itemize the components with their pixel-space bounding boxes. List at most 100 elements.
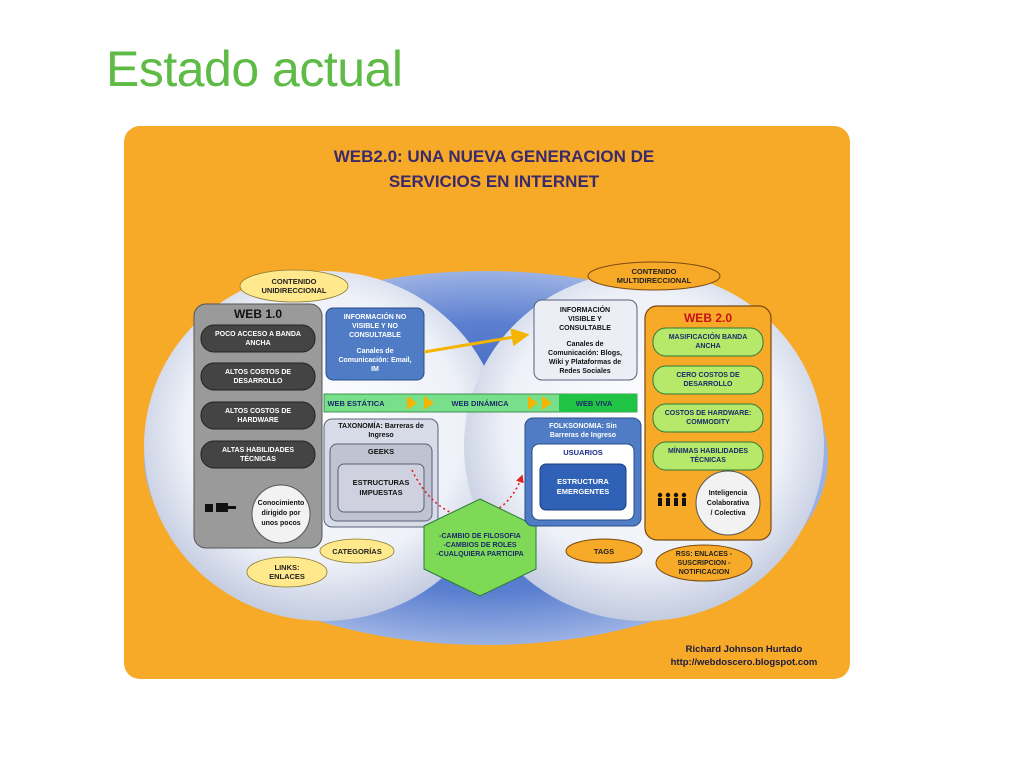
usuarios-label: USUARIOS: [563, 448, 603, 457]
geeks-label: GEEKS: [368, 447, 394, 456]
svg-text:RSS: ENLACES -: RSS: ENLACES -: [676, 551, 733, 558]
strip-arrow-3: [528, 396, 538, 410]
strip-arrow-2: [424, 396, 434, 410]
svg-text:ESTRUCTURA: ESTRUCTURA: [557, 477, 609, 486]
web-viva-label: WEB VIVA: [576, 399, 613, 408]
svg-text:ALTOS COSTOS DE: ALTOS COSTOS DE: [225, 408, 291, 415]
inteligencia-circle: Inteligencia Colaborativa / Colectiva: [695, 470, 761, 536]
svg-text:CONTENIDO: CONTENIDO: [632, 267, 677, 276]
svg-text:ANCHA: ANCHA: [695, 343, 720, 350]
svg-text:Comunicación: Blogs,: Comunicación: Blogs,: [548, 350, 622, 357]
folksonomia-box: FOLKSONOMIA: Sin Barreras de Ingreso USU…: [524, 417, 642, 527]
svg-text:CONSULTABLE: CONSULTABLE: [349, 332, 401, 339]
svg-text:/ Colectiva: / Colectiva: [710, 510, 745, 517]
web-dinamica-label: WEB DINÁMICA: [451, 399, 509, 408]
web-estatica-label: WEB ESTÁTICA: [327, 399, 385, 408]
pill-poco-acceso: POCO ACCESO A BANDA ANCHA: [200, 324, 316, 353]
info-arrow: [423, 328, 530, 354]
svg-text:ALTAS HABILIDADES: ALTAS HABILIDADES: [222, 447, 294, 454]
svg-text:Barreras de Ingreso: Barreras de Ingreso: [550, 432, 616, 439]
pill-masificacion: MASIFICACIÓN BANDA ANCHA: [652, 327, 764, 357]
pointing-hand-icon: [205, 503, 236, 512]
svg-text:MULTIDIRECCIONAL: MULTIDIRECCIONAL: [617, 276, 692, 285]
svg-text:CATEGORÍAS: CATEGORÍAS: [332, 547, 381, 556]
links-ellipse: LINKS: ENLACES: [246, 556, 328, 588]
svg-text:dirigido por: dirigido por: [262, 510, 301, 517]
svg-text:TAGS: TAGS: [594, 547, 614, 556]
svg-text:CERO COSTOS DE: CERO COSTOS DE: [676, 372, 740, 379]
pill-minimas-habilidades: MÍNIMAS HABILIDADES TÉCNICAS: [652, 441, 764, 471]
svg-text:Ingreso: Ingreso: [368, 432, 393, 439]
svg-text:CONTENIDO: CONTENIDO: [272, 277, 317, 286]
svg-text:unos pocos: unos pocos: [261, 520, 300, 527]
web-evolution-strip: WEB ESTÁTICA WEB DINÁMICA WEB VIVA: [323, 393, 638, 413]
svg-text:LINKS:: LINKS:: [275, 563, 300, 572]
conocimiento-circle: Conocimiento dirigido por unos pocos: [251, 484, 311, 544]
svg-text:-CAMBIOS DE ROLES: -CAMBIOS DE ROLES: [443, 542, 516, 549]
svg-text:INFORMACIÓN NO: INFORMACIÓN NO: [344, 312, 407, 321]
svg-text:DESARROLLO: DESARROLLO: [684, 381, 734, 388]
svg-text:Canales de: Canales de: [567, 341, 604, 348]
svg-text:FOLKSONOMIA: Sin: FOLKSONOMIA: Sin: [549, 423, 617, 430]
svg-text:SUSCRIPCION -: SUSCRIPCION -: [678, 560, 732, 567]
svg-text:COMMODITY: COMMODITY: [686, 419, 730, 426]
svg-text:INFORMACIÓN: INFORMACIÓN: [560, 305, 610, 314]
credit-url: http://webdoscero.blogspot.com: [671, 657, 818, 668]
svg-text:VISIBLE Y NO: VISIBLE Y NO: [352, 323, 399, 330]
strip-arrow-4: [542, 396, 552, 410]
svg-text:Redes Sociales: Redes Sociales: [559, 368, 610, 375]
svg-text:HARDWARE: HARDWARE: [237, 417, 279, 424]
svg-text:ALTOS COSTOS DE: ALTOS COSTOS DE: [225, 369, 291, 376]
svg-text:Conocimiento: Conocimiento: [258, 500, 305, 507]
svg-text:NOTIFICACION: NOTIFICACION: [679, 569, 730, 576]
info-no-visible-box: INFORMACIÓN NO VISIBLE Y NO CONSULTABLE …: [325, 307, 425, 381]
tags-ellipse: TAGS: [565, 538, 643, 564]
strip-arrow-1: [407, 396, 417, 410]
web20-diagram: WEB2.0: UNA NUEVA GENERACION DE SERVICIO…: [124, 126, 850, 679]
rss-ellipse: RSS: ENLACES - SUSCRIPCION - NOTIFICACIO…: [655, 544, 753, 582]
svg-text:TÉCNICAS: TÉCNICAS: [240, 454, 276, 463]
info-visible-box: INFORMACIÓN VISIBLE Y CONSULTABLE Canale…: [533, 299, 638, 381]
web20-label: WEB 2.0: [684, 311, 732, 325]
pill-altos-costos-desarrollo: ALTOS COSTOS DE DESARROLLO: [200, 362, 316, 391]
svg-text:ANCHA: ANCHA: [245, 340, 270, 347]
svg-text:Inteligencia: Inteligencia: [709, 490, 748, 497]
svg-text:Comunicación: Email,: Comunicación: Email,: [338, 357, 411, 364]
svg-text:MASIFICACIÓN BANDA: MASIFICACIÓN BANDA: [669, 332, 748, 341]
svg-text:DESARROLLO: DESARROLLO: [234, 378, 284, 385]
svg-text:TÉCNICAS: TÉCNICAS: [690, 455, 726, 464]
svg-text:IM: IM: [371, 366, 379, 373]
svg-text:UNIDIRECCIONAL: UNIDIRECCIONAL: [262, 286, 327, 295]
pill-altas-habilidades: ALTAS HABILIDADES TÉCNICAS: [200, 440, 316, 469]
cambio-hexagon: -CAMBIO DE FILOSOFIA -CAMBIOS DE ROLES -…: [423, 498, 537, 597]
svg-text:Colaborativa: Colaborativa: [707, 500, 750, 507]
taxonomia-box: TAXONOMÍA: Barreras de Ingreso GEEKS EST…: [323, 418, 439, 528]
svg-text:COSTOS DE HARDWARE:: COSTOS DE HARDWARE:: [665, 410, 752, 417]
svg-text:EMERGENTES: EMERGENTES: [557, 487, 610, 496]
svg-text:VISIBLE Y: VISIBLE Y: [568, 316, 602, 323]
svg-text:POCO ACCESO A BANDA: POCO ACCESO A BANDA: [215, 331, 301, 338]
pill-cero-costos: CERO COSTOS DE DESARROLLO: [652, 365, 764, 395]
slide-title: Estado actual: [106, 41, 403, 97]
contenido-unidireccional-ellipse: CONTENIDO UNIDIRECCIONAL: [239, 269, 349, 303]
svg-text:ENLACES: ENLACES: [269, 572, 305, 581]
diagram-title-line1: WEB2.0: UNA NUEVA GENERACION DE: [334, 147, 655, 166]
svg-text:MÍNIMAS HABILIDADES: MÍNIMAS HABILIDADES: [668, 446, 748, 455]
web10-label: WEB 1.0: [234, 307, 282, 321]
pill-costos-hardware: COSTOS DE HARDWARE: COMMODITY: [652, 403, 764, 433]
pill-altos-costos-hardware: ALTOS COSTOS DE HARDWARE: [200, 401, 316, 430]
svg-text:-CUALQUIERA PARTICIPA: -CUALQUIERA PARTICIPA: [436, 551, 523, 558]
svg-text:-CAMBIO DE FILOSOFIA: -CAMBIO DE FILOSOFIA: [439, 533, 521, 540]
credit-name: Richard Johnson Hurtado: [686, 644, 803, 655]
svg-text:Wiki y Plataformas de: Wiki y Plataformas de: [549, 359, 621, 366]
diagram-title-line2: SERVICIOS EN INTERNET: [389, 172, 600, 191]
svg-text:Canales de: Canales de: [357, 348, 394, 355]
svg-text:TAXONOMÍA: Barreras de: TAXONOMÍA: Barreras de: [338, 421, 424, 430]
people-icon: [657, 492, 687, 506]
svg-text:ESTRUCTURAS: ESTRUCTURAS: [353, 478, 410, 487]
categorias-ellipse: CATEGORÍAS: [319, 538, 395, 564]
diagram-canvas: WEB2.0: UNA NUEVA GENERACION DE SERVICIO…: [144, 147, 828, 668]
svg-text:IMPUESTAS: IMPUESTAS: [359, 488, 402, 497]
contenido-multidireccional-ellipse: CONTENIDO MULTIDIRECCIONAL: [587, 261, 721, 291]
svg-text:CONSULTABLE: CONSULTABLE: [559, 325, 611, 332]
